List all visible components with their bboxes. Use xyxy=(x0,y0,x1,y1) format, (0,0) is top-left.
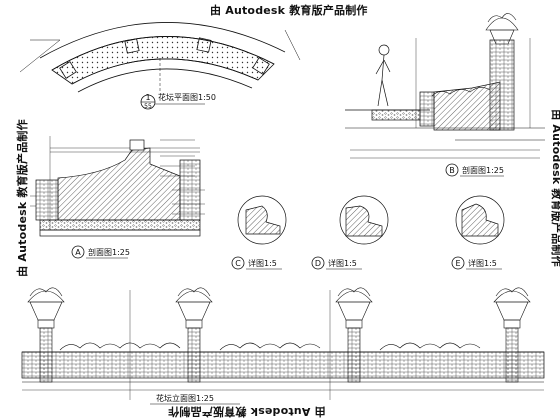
watermark-right: 由 Autodesk 教育版产品制作 xyxy=(549,109,560,267)
section-a-view xyxy=(30,136,205,237)
pillar-urn-1 xyxy=(27,287,65,383)
section-a-title: 剖面图1:25 xyxy=(88,247,130,257)
urn-planter-b xyxy=(485,13,519,45)
detail-e-view xyxy=(455,195,505,245)
detail-c-tag: C xyxy=(235,259,241,268)
detail-c-marker xyxy=(231,256,282,270)
section-a-marker xyxy=(71,245,128,259)
watermark-bottom: 由 Autodesk 教育版产品制作 xyxy=(168,405,326,418)
plan-view xyxy=(19,22,301,93)
plan-tag: 1 xyxy=(145,93,150,102)
detail-d-marker xyxy=(311,256,362,270)
detail-e-marker xyxy=(451,256,502,270)
section-b-title: 剖面图1:25 xyxy=(462,165,504,175)
watermark-left: 由 Autodesk 教育版产品制作 xyxy=(15,119,29,277)
section-b-tag: B xyxy=(449,166,455,175)
elevation-view xyxy=(21,290,545,400)
detail-d-tag: D xyxy=(315,259,321,268)
section-b-view xyxy=(345,38,545,159)
detail-c-title: 详图1:5 xyxy=(248,258,277,268)
plan-title: 花坛平面图1:50 xyxy=(158,92,216,102)
detail-c-view xyxy=(237,195,287,245)
person-figure xyxy=(375,44,391,107)
detail-d-title: 详图1:5 xyxy=(328,258,357,268)
watermark-top: 由 Autodesk 教育版产品制作 xyxy=(210,4,368,17)
pillar-urn-2 xyxy=(175,287,213,383)
plan-title-marker xyxy=(140,94,205,110)
detail-e-title: 详图1:5 xyxy=(468,258,497,268)
detail-e-tag: E xyxy=(455,259,460,268)
detail-d-view xyxy=(339,195,389,245)
section-a-tag: A xyxy=(75,248,81,257)
elevation-title: 花坛立面图1:25 xyxy=(156,393,214,403)
section-b-marker xyxy=(445,163,504,177)
pillar-urn-4 xyxy=(493,287,531,383)
pillar-urn-3 xyxy=(335,287,373,383)
plan-scale: 55 xyxy=(144,103,152,110)
